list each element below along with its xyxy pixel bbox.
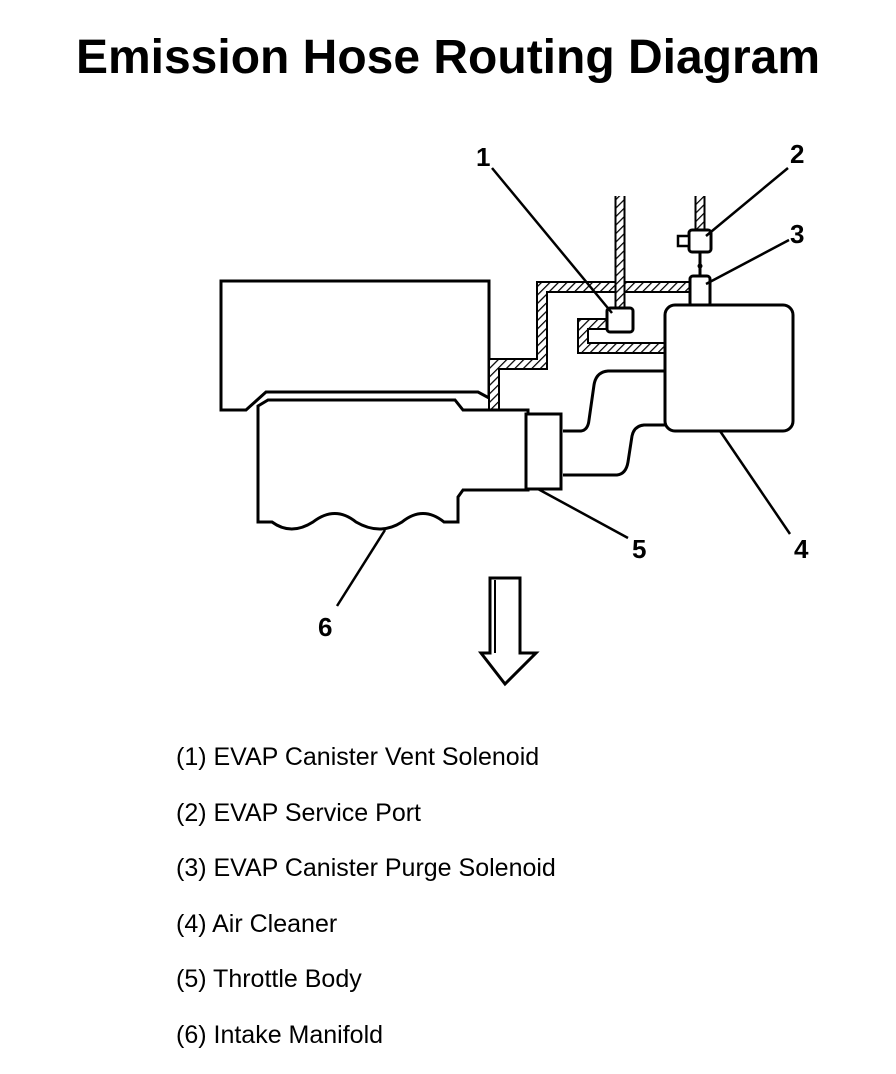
leader-line-4 xyxy=(718,430,792,535)
hatched-hose xyxy=(488,281,694,410)
legend-item-3: (3) EVAP Canister Purge Solenoid xyxy=(176,854,556,883)
vent-hose xyxy=(577,318,666,354)
legend-item-6: (6) Intake Manifold xyxy=(176,1020,384,1049)
legend-item-4: (4) Air Cleaner xyxy=(176,909,338,938)
legend-item-5: (5) Throttle Body xyxy=(176,965,362,994)
callout-4: 4 xyxy=(794,534,809,564)
diagram-title: Emission Hose Routing Diagram xyxy=(75,31,821,84)
evap-service-port xyxy=(676,228,713,278)
throttle-body xyxy=(524,412,563,491)
evap-vent-solenoid xyxy=(605,306,635,334)
leader-line-3 xyxy=(705,238,790,286)
intake-manifold xyxy=(256,398,530,531)
callout-2: 2 xyxy=(790,139,804,169)
callout-1: 1 xyxy=(476,142,490,172)
leader-line-5 xyxy=(537,487,629,540)
callout-6: 6 xyxy=(318,612,332,642)
legend-item-1: (1) EVAP Canister Vent Solenoid xyxy=(176,743,540,771)
callout-5: 5 xyxy=(632,534,646,564)
leader-line-1 xyxy=(491,167,613,314)
parts-legend: (1) EVAP Canister Vent Solenoid (2) EVAP… xyxy=(176,740,556,1074)
air-intake-duct xyxy=(563,369,666,477)
callout-3: 3 xyxy=(790,219,804,249)
legend-item-2: (2) EVAP Service Port xyxy=(176,798,421,827)
evap-purge-solenoid xyxy=(688,274,712,308)
down-arrow-icon xyxy=(477,576,540,687)
intake-plenum-upper xyxy=(219,279,491,412)
air-cleaner xyxy=(663,303,795,433)
leader-line-6 xyxy=(335,529,387,607)
leader-line-2 xyxy=(705,167,789,237)
